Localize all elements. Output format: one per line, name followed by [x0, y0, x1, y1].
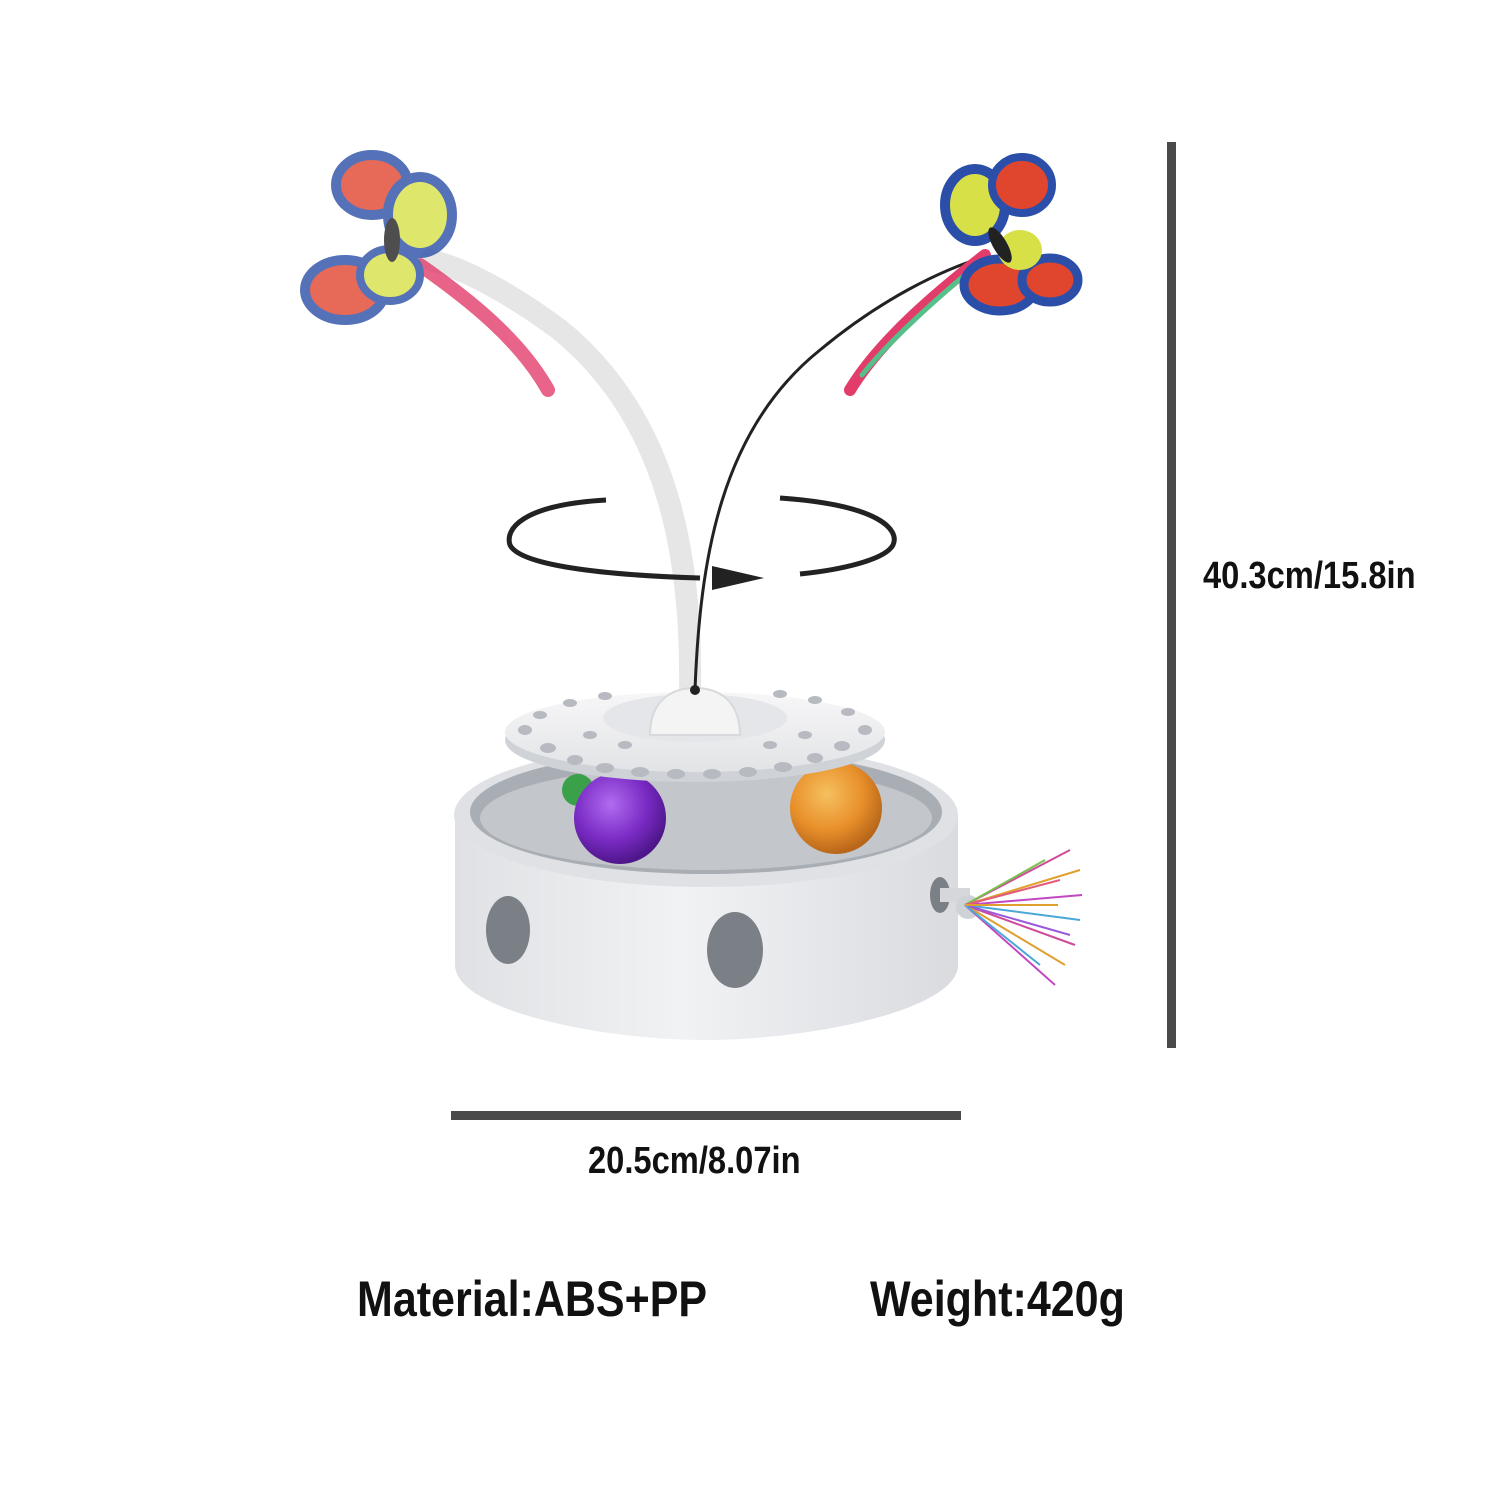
wand-ghost	[419, 249, 702, 701]
tassel-icon	[964, 849, 1083, 986]
butterfly-icon	[844, 153, 1083, 396]
width-label: 20.5cm/8.07in	[588, 1140, 801, 1182]
height-dimension-line	[1167, 142, 1176, 1048]
rotation-arrow-head	[712, 566, 764, 590]
height-label: 40.3cm/15.8in	[1203, 555, 1416, 597]
cat-toy-base-illustration	[454, 685, 980, 1040]
butterfly-icon	[300, 150, 555, 397]
ball-orange	[790, 762, 882, 854]
ball-purple	[574, 772, 666, 864]
width-dimension-line	[451, 1111, 961, 1120]
rotation-arrow-icon	[506, 495, 897, 581]
weight-label: Weight:420g	[870, 1271, 1125, 1327]
material-label: Material:ABS+PP	[357, 1271, 708, 1327]
wand-wire	[693, 253, 991, 691]
